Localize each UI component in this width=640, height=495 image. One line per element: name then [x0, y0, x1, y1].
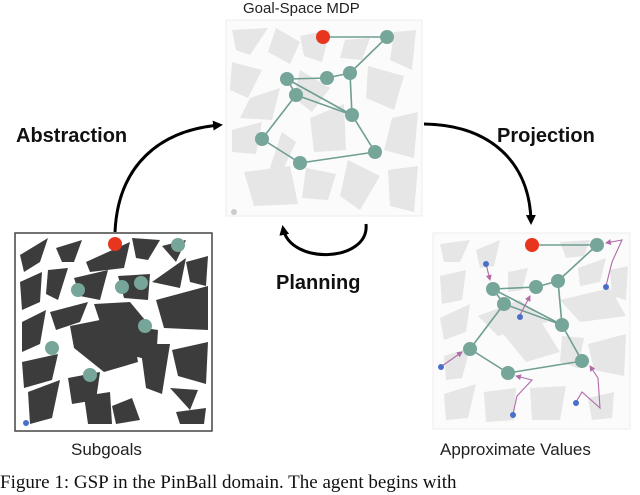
start-dots-right: [438, 261, 609, 418]
goal-space-mdp-panel: [225, 19, 423, 217]
abstraction-label: Abstraction: [16, 125, 128, 147]
goal-node-top: [316, 30, 330, 44]
light-obstacles-top: [230, 28, 418, 212]
subgoals-panel: [14, 232, 213, 432]
goal-space-mdp-title: Goal-Space MDP: [243, 0, 360, 17]
abstraction-arrow: [113, 120, 223, 233]
subgoals-title: Subgoals: [71, 440, 142, 459]
projection-label: Projection: [497, 125, 595, 147]
projection-arrow: [423, 122, 536, 225]
goal-node-left: [108, 237, 122, 251]
start-dot-left: [23, 420, 29, 426]
goal-node-right: [525, 238, 539, 252]
mdp-nodes: [255, 30, 394, 170]
value-nodes: [463, 238, 604, 380]
approximate-values-panel: [432, 232, 631, 430]
figure-caption: Figure 1: GSP in the PinBall domain. The…: [0, 472, 457, 493]
planning-label: Planning: [276, 272, 361, 294]
subgoal-nodes: [45, 238, 185, 382]
approximate-values-title: Approximate Values: [440, 440, 591, 459]
planning-arrow: [279, 223, 368, 257]
value-edges: [469, 244, 598, 374]
